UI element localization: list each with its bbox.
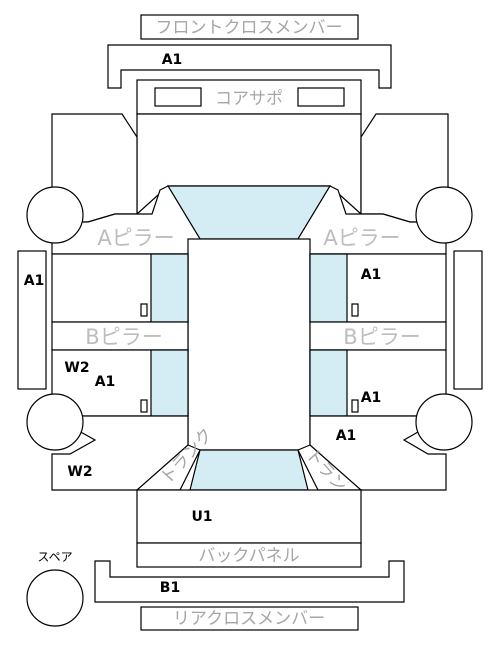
left-sill-part[interactable] xyxy=(17,250,47,390)
core-support-right-slot xyxy=(297,87,345,107)
front-member-part[interactable] xyxy=(107,44,392,89)
code-left-rear-door-a: A1 xyxy=(95,374,116,390)
left-b-pillar-part[interactable] xyxy=(51,321,189,351)
left-front-window-glass[interactable] xyxy=(150,253,189,323)
right-b-pillar-label: Bピラー xyxy=(343,325,420,349)
rear-member-part[interactable] xyxy=(94,560,405,603)
code-left-sill: A1 xyxy=(24,273,45,289)
rear-cross-member-box[interactable] xyxy=(140,606,359,631)
left-rear-wheel-icon[interactable] xyxy=(26,393,84,451)
left-rear-handle-icon xyxy=(140,399,148,413)
code-right-rear-door: A1 xyxy=(361,390,382,406)
code-rear-member: B1 xyxy=(160,580,180,596)
right-rear-window-glass[interactable] xyxy=(309,349,348,417)
right-front-window-glass[interactable] xyxy=(309,253,348,323)
right-a-pillar-label: Aピラー xyxy=(323,226,400,250)
right-rear-handle-icon xyxy=(351,399,359,413)
code-left-rear-door-w: W2 xyxy=(64,360,89,376)
rear-window-glass[interactable] xyxy=(189,449,309,491)
right-sill-part[interactable] xyxy=(453,250,483,390)
left-rear-quarter-part[interactable] xyxy=(49,415,189,491)
roof-part[interactable] xyxy=(187,238,311,451)
right-rear-wheel-icon[interactable] xyxy=(415,393,473,451)
back-panel-label: バックパネル xyxy=(198,546,299,566)
left-front-handle-icon xyxy=(140,303,148,317)
core-support-left-slot xyxy=(154,87,202,107)
code-right-rear-fender: A1 xyxy=(336,428,357,444)
front-cross-member-label: フロントクロスメンバー xyxy=(156,18,343,38)
right-rear-quarter-part[interactable] xyxy=(309,415,449,491)
rear-cross-member-label: リアクロスメンバー xyxy=(173,609,325,629)
code-trunk-floor: U1 xyxy=(191,509,212,525)
code-right-front-door: A1 xyxy=(361,267,382,283)
code-front-member: A1 xyxy=(162,52,183,68)
back-panel-part[interactable] xyxy=(136,542,362,568)
right-front-wheel-icon[interactable] xyxy=(415,186,473,244)
spare-label: スペア xyxy=(37,550,72,564)
left-front-wheel-icon[interactable] xyxy=(26,186,84,244)
code-left-quarter: W2 xyxy=(67,464,92,480)
left-a-pillar-label: Aピラー xyxy=(97,226,174,250)
left-b-pillar-label: Bピラー xyxy=(85,325,162,349)
left-rear-window-glass[interactable] xyxy=(150,349,189,417)
spare-wheel-icon[interactable] xyxy=(26,569,84,627)
trunk-floor-part[interactable] xyxy=(136,489,362,544)
front-cross-member-box[interactable] xyxy=(140,14,359,40)
right-front-handle-icon xyxy=(351,303,359,317)
core-support-label: コアサポ xyxy=(215,89,283,109)
